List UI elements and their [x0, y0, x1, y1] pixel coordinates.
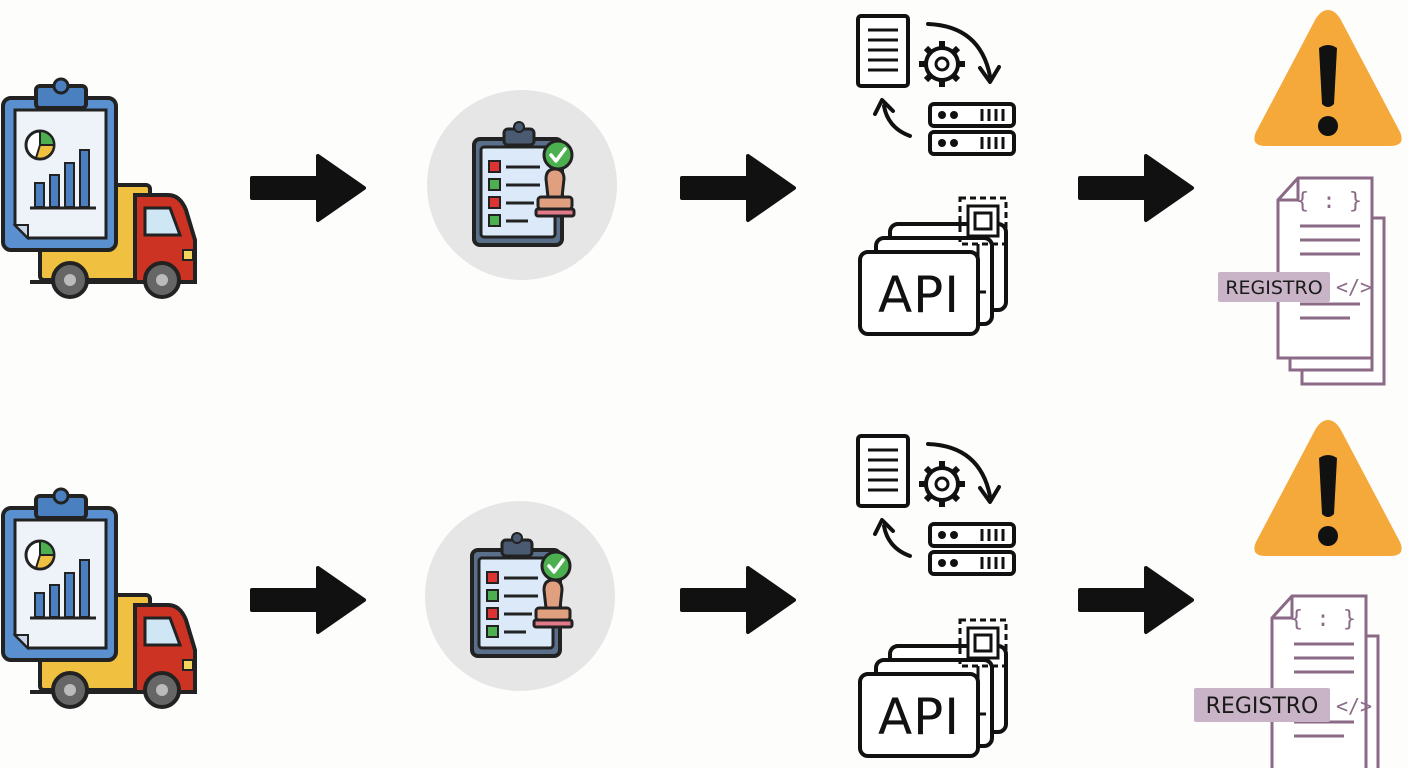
warning-icon — [1254, 10, 1402, 146]
code-log-icon: { : } REGISTRO </> — [1218, 176, 1386, 386]
flow-arrow-icon — [680, 154, 796, 222]
api-icon: API — [858, 196, 1008, 336]
svg-text:{ : }: { : } — [1296, 189, 1362, 214]
log-label: REGISTRO — [1206, 694, 1319, 719]
warning-icon — [1254, 420, 1402, 556]
flow-row-bottom: API { : } REGISTRO </> — [1, 420, 1402, 768]
approval-checklist-icon — [425, 88, 619, 282]
api-label: API — [878, 688, 960, 746]
flow-arrow-icon — [680, 566, 796, 634]
svg-text:</>: </> — [1336, 694, 1372, 718]
delivery-report-icon — [1, 487, 198, 709]
flow-row-top: API { : } REGISTRO </> — [1, 10, 1402, 386]
approval-checklist-icon — [423, 499, 617, 693]
api-label: API — [878, 266, 960, 324]
flow-arrow-icon — [1078, 154, 1194, 222]
flow-arrow-icon — [250, 566, 366, 634]
log-label: REGISTRO — [1225, 277, 1322, 299]
svg-text:{ : }: { : } — [1290, 607, 1356, 632]
flow-arrow-icon — [250, 154, 366, 222]
flow-arrow-icon — [1078, 566, 1194, 634]
code-log-icon: { : } REGISTRO </> — [1194, 594, 1380, 768]
document-server-sync-icon — [858, 16, 1014, 154]
api-icon: API — [858, 618, 1008, 758]
document-server-sync-icon — [858, 436, 1014, 574]
svg-text:</>: </> — [1336, 275, 1372, 299]
delivery-report-icon — [1, 77, 198, 299]
